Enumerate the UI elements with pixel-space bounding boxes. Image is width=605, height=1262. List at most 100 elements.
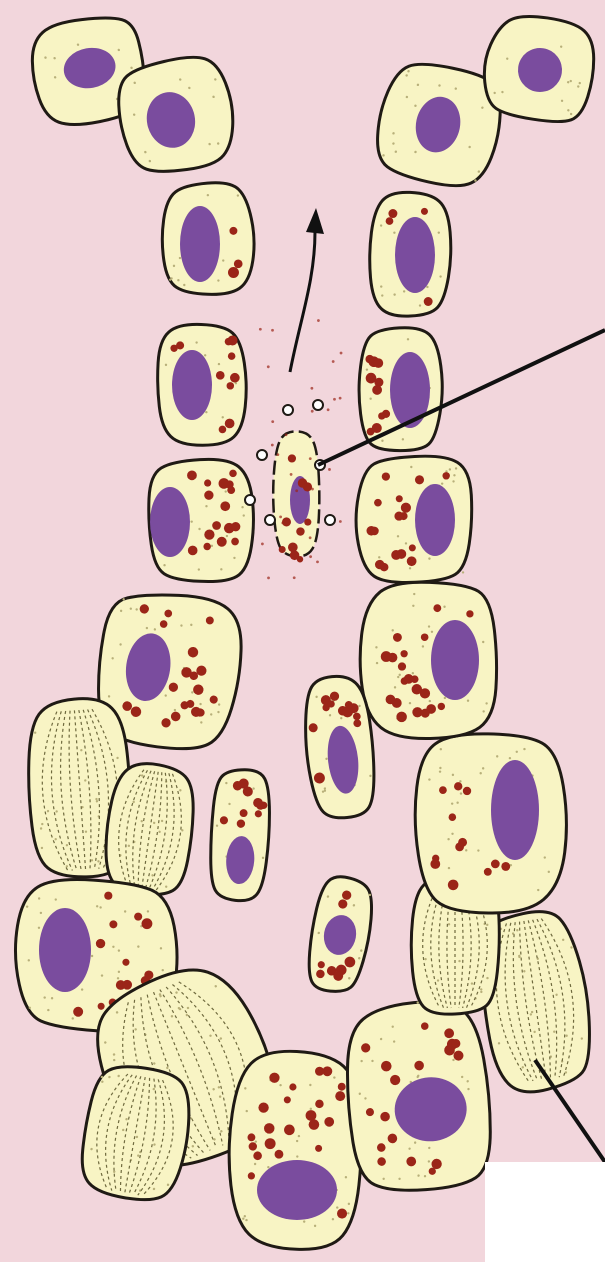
secretory-granule: [409, 544, 416, 551]
secretory-granule: [438, 703, 445, 710]
secretory-granule: [306, 1110, 317, 1121]
secretory-granule: [338, 1083, 346, 1091]
cytoplasm-dot: [314, 1225, 316, 1227]
cytoplasm-dot: [439, 770, 441, 772]
cytoplasm-dot: [544, 856, 546, 858]
epithelial-cell: [415, 734, 566, 913]
cytoplasm-dot: [453, 474, 455, 476]
secretory-granule: [375, 560, 384, 569]
secretory-granule: [225, 419, 235, 429]
cytoplasm-dot: [447, 838, 449, 840]
secretory-granule: [228, 352, 236, 360]
cytoplasm-dot: [448, 923, 450, 925]
released-droplet: [290, 473, 293, 476]
cytoplasm-dot: [117, 977, 119, 979]
cytoplasm-dot: [437, 979, 439, 981]
cytoplasm-dot: [222, 416, 224, 418]
cytoplasm-dot: [366, 368, 368, 370]
white-corner: [485, 1162, 605, 1262]
cytoplasm-dot: [179, 257, 181, 259]
cytoplasm-dot: [29, 1007, 31, 1009]
secretory-granule: [230, 373, 240, 383]
secretory-granule: [337, 1208, 347, 1218]
cytoplasm-dot: [397, 535, 399, 537]
secretory-granule: [365, 355, 373, 363]
cytoplasm-dot: [419, 304, 421, 306]
secretory-granule: [248, 1133, 256, 1141]
cytoplasm-dot: [55, 898, 57, 900]
secretory-granule: [109, 920, 117, 928]
secretory-granule: [187, 470, 197, 480]
cytoplasm-dot: [485, 702, 487, 704]
nucleus: [415, 484, 455, 556]
cytoplasm-dot: [409, 702, 411, 704]
secretory-granule: [288, 542, 298, 552]
secretory-granule: [433, 604, 441, 612]
cytoplasm-dot: [405, 542, 407, 544]
secretory-granule: [204, 529, 214, 539]
cytoplasm-dot: [205, 411, 207, 413]
cytoplasm-dot: [303, 1220, 305, 1222]
secretory-granule: [448, 880, 459, 891]
cytoplasm-dot: [424, 958, 426, 960]
cytoplasm-dot: [428, 557, 430, 559]
cytoplasm-dot: [198, 568, 200, 570]
cytoplasm-dot: [410, 466, 412, 468]
cytoplasm-dot: [309, 1084, 311, 1086]
nucleus: [180, 206, 220, 282]
released-droplet: [309, 555, 312, 558]
secretory-granule: [374, 499, 382, 507]
cytoplasm-dot: [118, 949, 120, 951]
free-secretory-cell: [207, 768, 274, 903]
secretory-granule: [284, 1125, 295, 1136]
epithelial-cell: [359, 328, 442, 451]
secretory-granule: [253, 1151, 262, 1160]
cytoplasm-dot: [480, 772, 482, 774]
released-droplet: [271, 444, 274, 447]
secretory-granule: [279, 546, 286, 553]
cytoplasm-dot: [40, 912, 42, 914]
released-droplet: [310, 387, 313, 390]
released-droplet: [309, 536, 312, 539]
secretory-granule: [290, 551, 300, 561]
cytoplasm-dot: [243, 514, 245, 516]
cytoplasm-dot: [348, 1203, 350, 1205]
cytoplasm-dot: [380, 224, 382, 226]
secretory-granule: [289, 1083, 296, 1090]
cytoplasm-dot: [246, 1110, 248, 1112]
epithelial-cell: [342, 998, 495, 1195]
cytoplasm-dot: [28, 959, 30, 961]
cytoplasm-dot: [96, 905, 98, 907]
secretory-granule: [248, 1172, 255, 1179]
released-droplet: [328, 468, 331, 471]
secretory-granule: [372, 423, 382, 433]
cytoplasm-dot: [381, 440, 383, 442]
vesicle: [265, 515, 275, 525]
released-droplet: [293, 576, 296, 579]
secretory-granule: [288, 454, 296, 462]
cytoplasm-dot: [486, 977, 488, 979]
nucleus: [395, 217, 435, 293]
released-droplet: [261, 543, 264, 546]
secretory-granule: [142, 918, 153, 929]
cytoplasm-dot: [254, 1163, 256, 1165]
released-droplet: [327, 408, 330, 411]
cytoplasm-dot: [448, 867, 450, 869]
secretory-granule: [430, 859, 440, 869]
cytoplasm-dot: [162, 969, 164, 971]
cytoplasm-dot: [369, 398, 371, 400]
cytoplasm-dot: [428, 625, 430, 627]
cytoplasm-dot: [43, 996, 45, 998]
secretory-granule: [204, 479, 211, 486]
cytoplasm-dot: [170, 277, 172, 279]
vesicle: [283, 405, 293, 415]
cytoplasm-dot: [438, 231, 440, 233]
cytoplasm-dot: [440, 748, 442, 750]
secretory-granule: [407, 556, 417, 566]
released-droplet: [259, 328, 262, 331]
cytoplasm-dot: [426, 286, 428, 288]
cytoplasm-dot: [101, 974, 103, 976]
released-droplet: [339, 397, 342, 400]
cytoplasm-dot: [81, 988, 83, 990]
cytoplasm-dot: [392, 629, 394, 631]
